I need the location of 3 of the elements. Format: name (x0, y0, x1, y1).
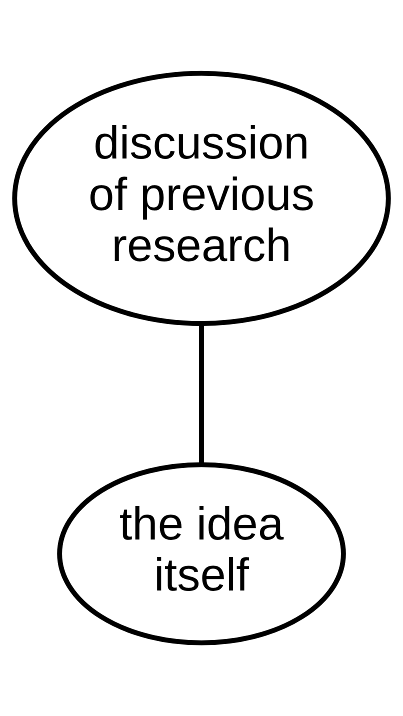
connector (199, 324, 204, 465)
node-ellipse: discussion of previous research (12, 70, 391, 326)
node-ellipse: the idea itself (57, 462, 346, 646)
